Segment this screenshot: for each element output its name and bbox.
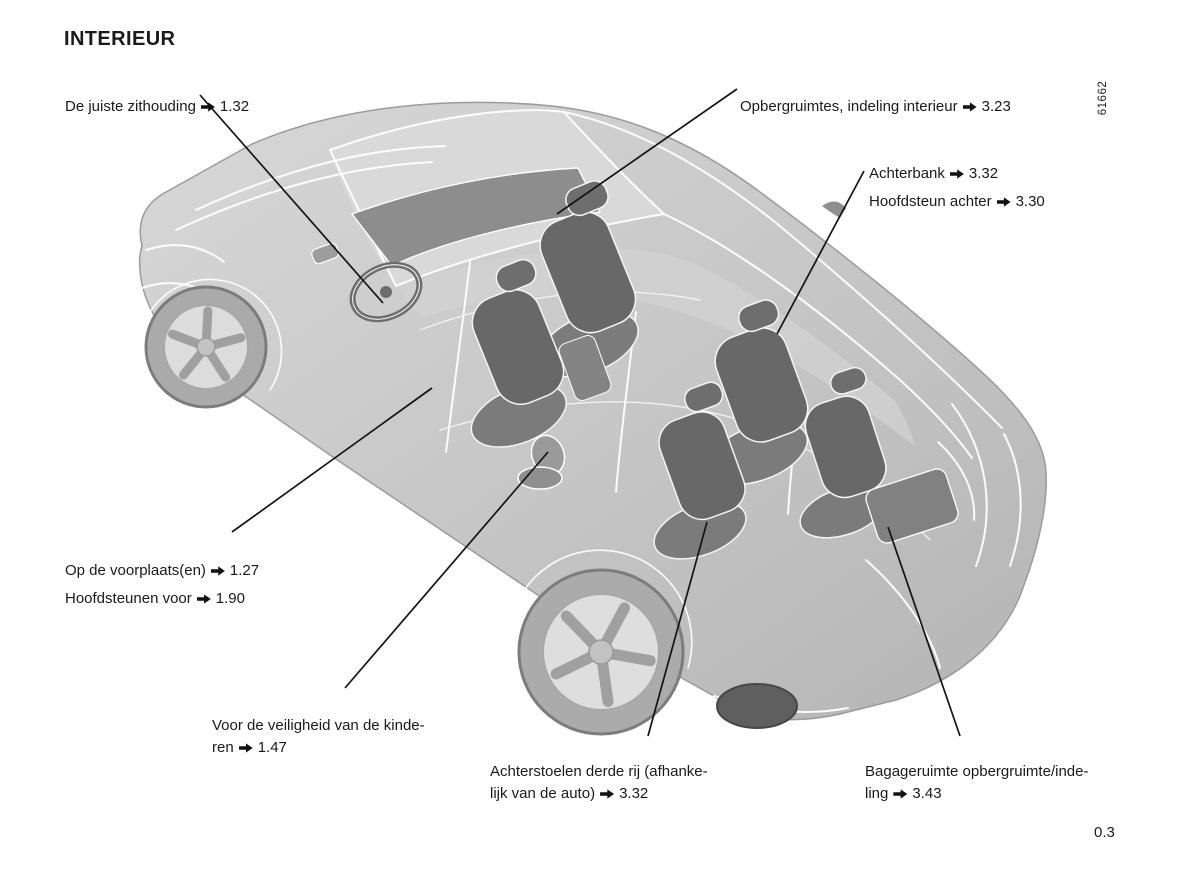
leader-lines	[199, 88, 961, 737]
center-console	[558, 335, 612, 401]
label-text: Achterbank	[869, 165, 945, 182]
label-ref: 1.27	[229, 562, 260, 579]
label-text: Voor de veiligheid van de kinde- ren	[212, 717, 425, 756]
side-glass	[396, 248, 915, 446]
body-contour-lines	[141, 109, 1022, 713]
label-ref: 3.43	[912, 785, 942, 802]
leader-line-voorplaats	[231, 387, 433, 533]
seat-driver	[470, 258, 567, 448]
right-arrow-icon	[238, 743, 253, 753]
leader-line-bagageruimte	[887, 526, 961, 737]
label-hoofdsteun-achter: Hoofdsteun achter 3.30	[869, 169, 1045, 213]
car-interior	[349, 167, 959, 560]
shark-fin-antenna	[822, 201, 846, 218]
leader-line-derde-rij	[647, 521, 708, 737]
right-arrow-icon	[996, 197, 1011, 207]
label-achterstoelen-derde-rij: Achterstoelen derde rij (afhanke- lijk v…	[490, 739, 708, 805]
label-ref: 1.47	[257, 739, 287, 756]
right-arrow-icon	[949, 169, 964, 179]
label-text: Op de voorplaats(en)	[65, 562, 206, 579]
side-mirror	[311, 242, 340, 265]
rear-wheel	[517, 568, 685, 736]
leader-line-opbergruimtes	[556, 88, 738, 215]
leader-line-achterbank	[776, 170, 865, 335]
rear-far-wheel	[716, 683, 798, 729]
label-ref: 1.90	[215, 590, 245, 607]
label-hoofdsteunen-voor: Hoofdsteunen voor 1.90	[65, 566, 245, 610]
right-arrow-icon	[962, 102, 977, 112]
label-ref: 3.23	[981, 98, 1011, 115]
label-text: Achterstoelen derde rij (afhanke- lijk v…	[490, 763, 708, 802]
seat-third-row-far	[799, 366, 887, 539]
steering-wheel	[349, 261, 423, 323]
right-arrow-icon	[196, 594, 211, 604]
right-arrow-icon	[210, 566, 225, 576]
label-opbergruimtes: Opbergruimtes, indeling interieur 3.23	[740, 74, 1011, 118]
page-title: INTERIEUR	[64, 28, 176, 50]
child-seat	[517, 434, 566, 490]
front-wheel	[144, 285, 268, 409]
label-ref: 3.30	[1015, 193, 1045, 210]
label-text: Hoofdsteunen voor	[65, 590, 192, 607]
right-arrow-icon	[200, 102, 215, 112]
label-ref: 3.32	[968, 165, 999, 182]
label-text: Opbergruimtes, indeling interieur	[740, 98, 958, 115]
label-ref: 1.32	[219, 98, 250, 115]
label-achterbank: Achterbank 3.32	[869, 141, 998, 185]
page-number: 0.3	[1094, 824, 1115, 841]
seat-third-row-near	[653, 381, 747, 560]
label-op-de-voorplaatsen: Op de voorplaats(en) 1.27	[65, 538, 259, 582]
right-arrow-icon	[600, 789, 615, 799]
label-ref: 3.32	[619, 785, 649, 802]
figure-code: 61662	[1097, 80, 1110, 116]
leader-line-kinderen	[344, 451, 549, 689]
label-text: Bagageruimte opbergruimte/inde- ling	[865, 763, 1089, 802]
label-text: Hoofdsteun achter	[869, 193, 992, 210]
label-text: De juiste zithouding	[65, 98, 196, 115]
leader-line-zithouding	[199, 94, 384, 304]
cargo-storage-box	[865, 468, 959, 544]
right-arrow-icon	[893, 789, 908, 799]
label-de-juiste-zithouding: De juiste zithouding 1.32	[65, 74, 249, 118]
